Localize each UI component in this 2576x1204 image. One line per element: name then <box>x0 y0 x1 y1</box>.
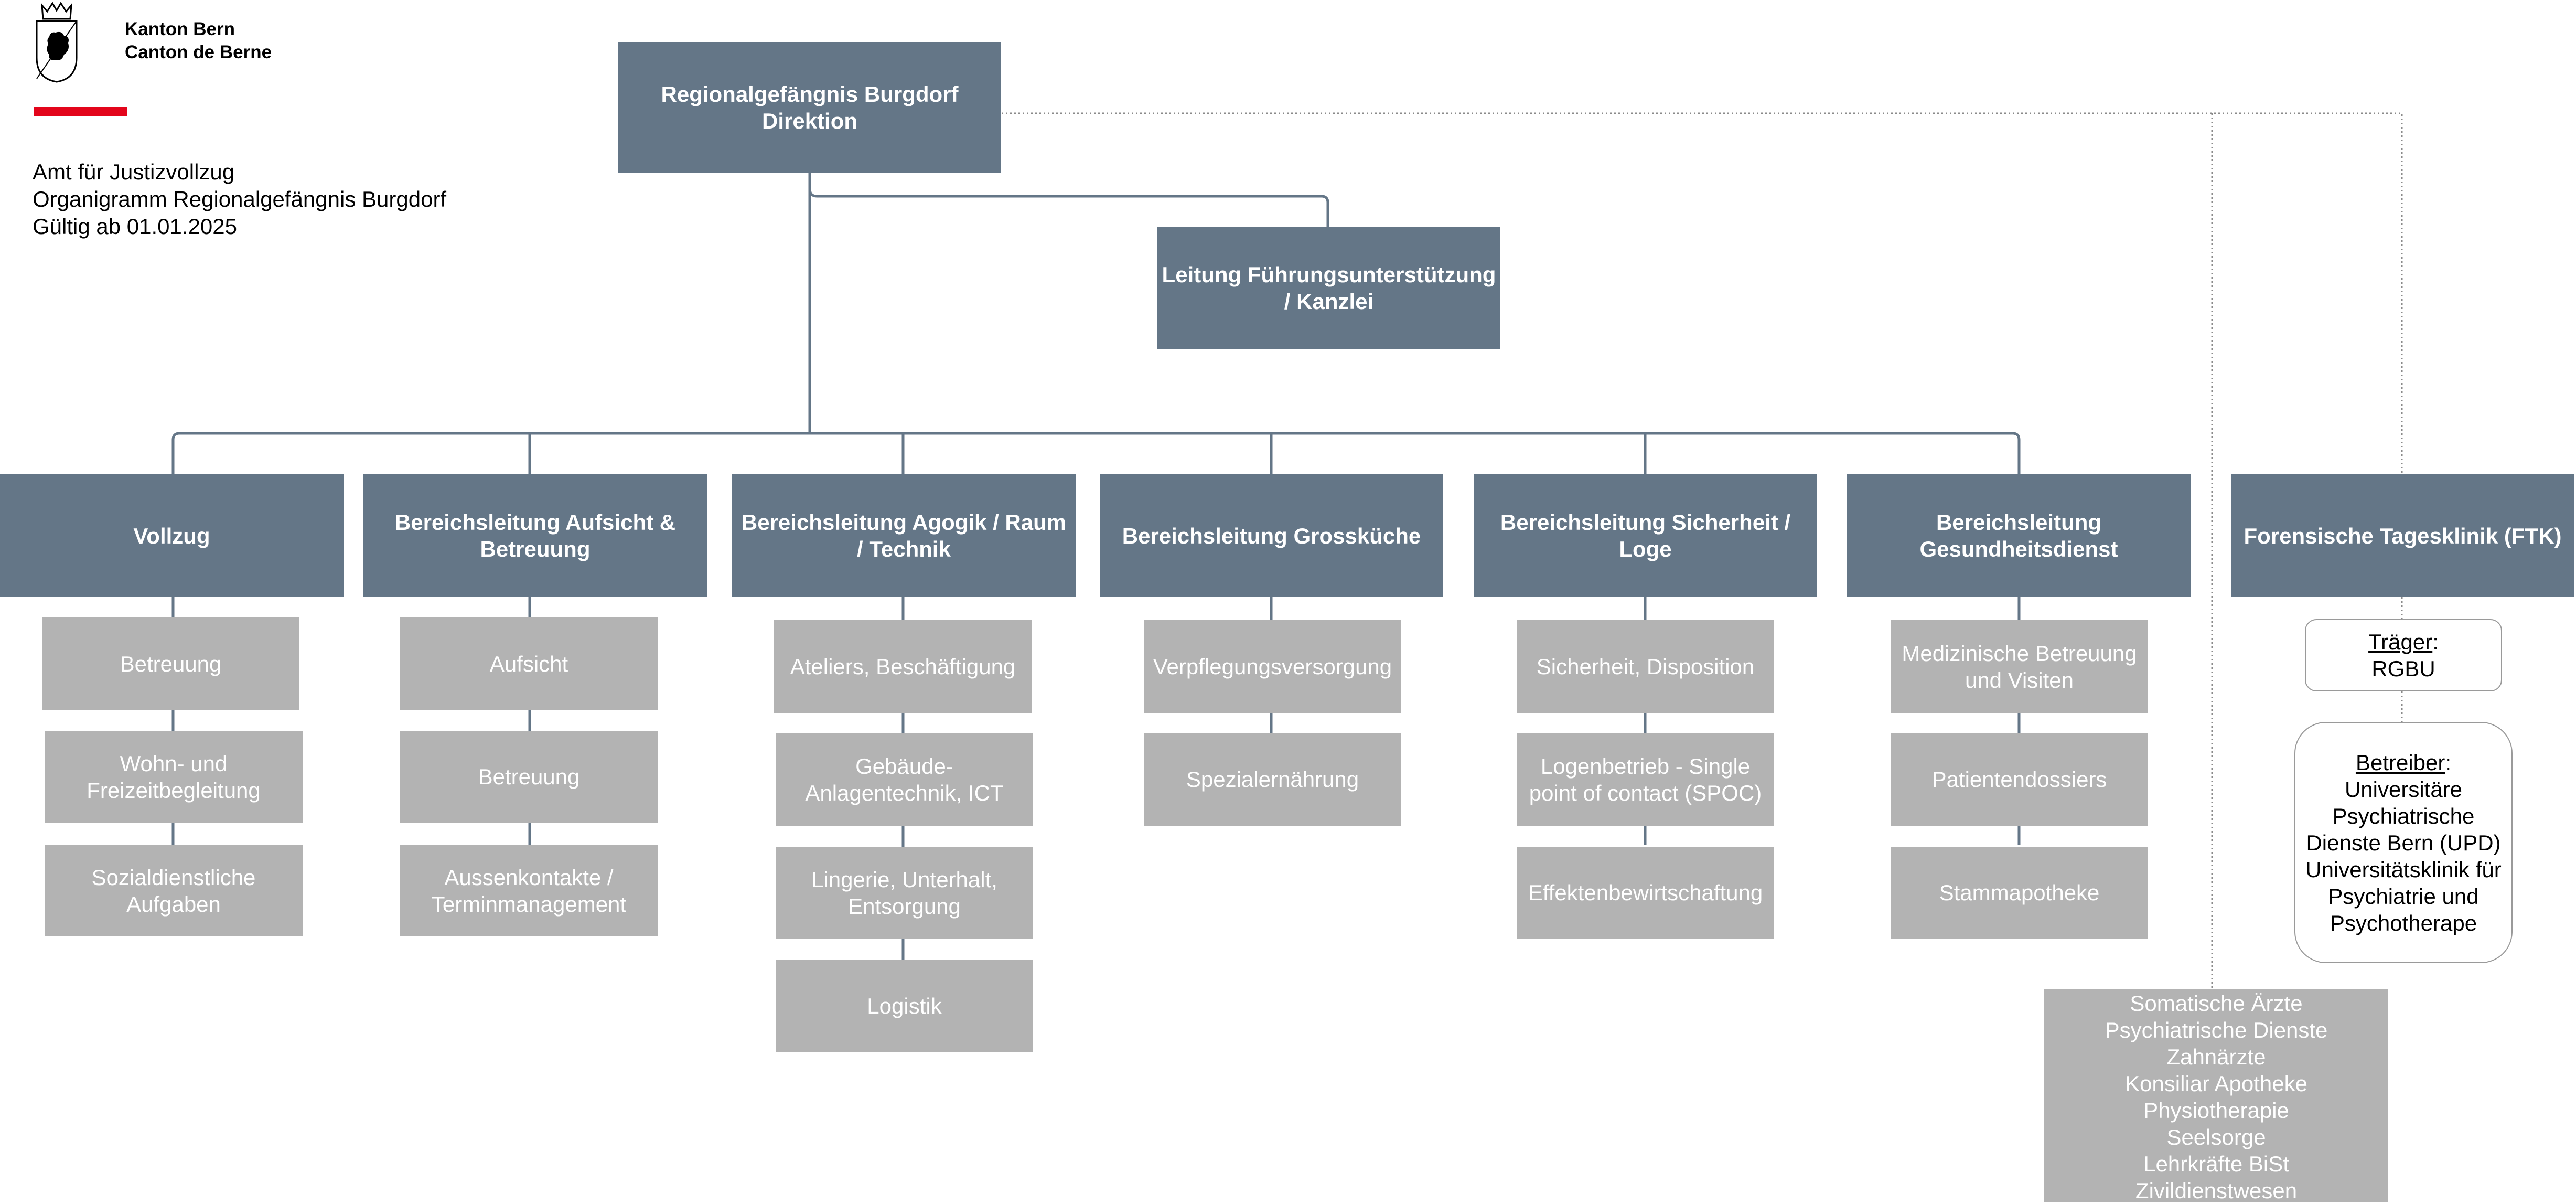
traeger-label: Träger <box>2368 630 2433 654</box>
unit-aussenkontakte-terminmanagement: Aussenkontakte /Terminmanagement <box>400 845 658 936</box>
department-sicherheit-loge: Bereichsleitung Sicherheit /Loge <box>1474 474 1817 597</box>
canton-label: Kanton Bern Canton de Berne <box>125 18 272 64</box>
unit-sicherheit-disposition: Sicherheit, Disposition <box>1517 620 1774 713</box>
forensische-tagesklinik-box: Forensische Tagesklinik (FTK) <box>2231 474 2574 597</box>
department-vollzug: Vollzug <box>0 474 344 597</box>
traeger-box: Träger: RGBU <box>2305 619 2502 691</box>
external-service-item: Konsiliar Apotheke <box>2125 1071 2307 1096</box>
betreiber-box: Betreiber: Universitäre Psychiatrische D… <box>2294 722 2513 963</box>
external-service-item: Physiotherapie <box>2143 1098 2289 1123</box>
unit-spezialernaehrung: Spezialernährung <box>1144 733 1401 826</box>
accent-red-bar <box>34 107 127 116</box>
unit-gebaeude-anlagentechnik-ict: Gebäude-Anlagentechnik, ICT <box>776 733 1033 826</box>
document-info: Amt für Justizvollzug Organigramm Region… <box>33 158 446 240</box>
forensische-tagesklinik-title: Forensische Tagesklinik (FTK) <box>2244 523 2562 548</box>
direktion-title: Regionalgefängnis Burgdorf <box>661 82 959 106</box>
external-service-item: Seelsorge <box>2166 1125 2266 1149</box>
direktion-box: Regionalgefängnis Burgdorf Direktion <box>618 42 1001 173</box>
connector-direktion-stab <box>808 188 1329 227</box>
document-title: Organigramm Regionalgefängnis Burgdorf <box>33 187 447 211</box>
validity-date: Gültig ab 01.01.2025 <box>33 214 237 239</box>
department-vollzug-title: Vollzug <box>133 523 210 548</box>
external-services-box: Somatische Ärzte Psychiatrische Dienste … <box>2044 989 2388 1203</box>
external-service-item: Psychiatrische Dienste <box>2105 1018 2328 1042</box>
unit-betreuung-vollzug: Betreuung <box>42 617 299 710</box>
external-service-item: Zivildienstwesen <box>2135 1178 2298 1203</box>
fuehrungsunterstuetzung-line-1: Leitung Führungsunterstützung <box>1162 262 1496 287</box>
unit-patientendossiers: Patientendossiers <box>1891 733 2148 826</box>
canton-name-fr: Canton de Berne <box>125 42 272 62</box>
bern-coat-of-arms-icon <box>36 2 78 83</box>
external-service-item: Lehrkräfte BiSt <box>2143 1152 2289 1176</box>
unit-betreuung-aufsicht: Betreuung <box>400 731 658 823</box>
connector-department-bus <box>171 432 2021 474</box>
betreiber-label: Betreiber <box>2355 750 2445 775</box>
department-grosskueche: Bereichsleitung Grossküche <box>1100 474 1443 597</box>
dotted-link-ftk <box>1002 112 2403 619</box>
unit-effektenbewirtschaftung: Effektenbewirtschaftung <box>1517 847 1774 939</box>
canton-name-de: Kanton Bern <box>125 19 235 39</box>
fuehrungsunterstuetzung-box: Leitung Führungsunterstützung / Kanzlei <box>1157 227 1500 349</box>
external-service-item: Zahnärzte <box>2166 1045 2266 1069</box>
unit-verpflegungsversorgung: Verpflegungsversorgung <box>1144 620 1401 713</box>
department-aufsicht-betreuung: Bereichsleitung Aufsicht &Betreuung <box>363 474 707 597</box>
unit-aufsicht: Aufsicht <box>400 617 658 710</box>
direktion-subtitle: Direktion <box>761 109 858 133</box>
unit-stammapotheke: Stammapotheke <box>1891 847 2148 939</box>
unit-lingerie-unterhalt-entsorgung: Lingerie, Unterhalt,Entsorgung <box>776 847 1033 939</box>
external-service-item: Somatische Ärzte <box>2130 991 2303 1016</box>
unit-logistik: Logistik <box>776 960 1033 1052</box>
department-agogik-raum-technik: Bereichsleitung Agogik / Raum/ Technik <box>732 474 1076 597</box>
office-name: Amt für Justizvollzug <box>33 159 235 184</box>
fuehrungsunterstuetzung-line-2: / Kanzlei <box>1284 289 1374 314</box>
traeger-value: RGBU <box>2371 656 2435 681</box>
unit-ateliers-beschaeftigung: Ateliers, Beschäftigung <box>774 620 1032 713</box>
